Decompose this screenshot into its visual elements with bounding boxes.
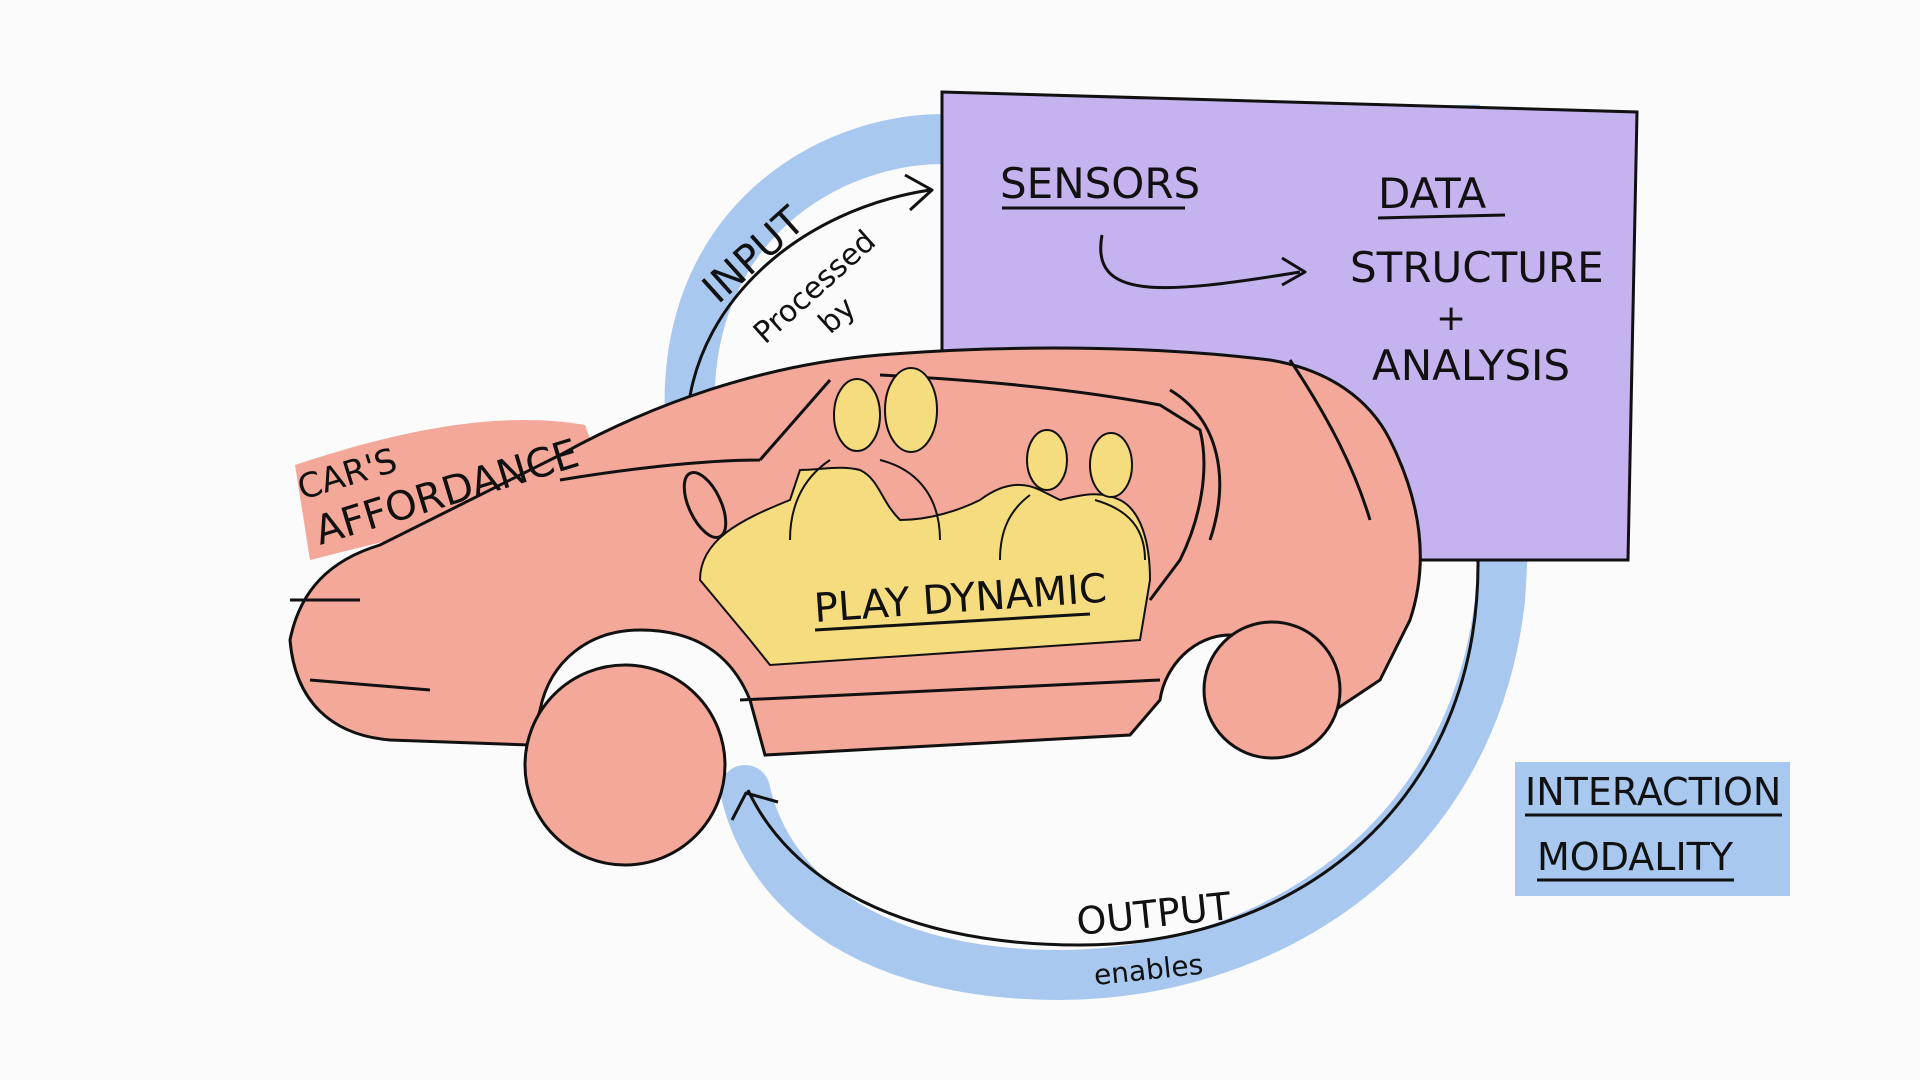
input-arrowhead: [904, 173, 934, 212]
play-dynamic-underline: [814, 612, 1091, 632]
sensors-to-data-arrow: [1099, 234, 1301, 290]
occupant-head-4: [1089, 432, 1133, 498]
structure-label: STRUCTURE: [1350, 243, 1604, 292]
sensors-label: SENSORS: [1000, 159, 1200, 208]
plus-label: +: [1436, 298, 1466, 339]
analysis-label: ANALYSIS: [1372, 341, 1570, 390]
rear-wheel: [1202, 620, 1342, 760]
input-arrow: [686, 188, 931, 411]
output-arrowhead: [730, 791, 779, 821]
feedback-loop-band: [664, 104, 1529, 1001]
car-lower-line: [290, 598, 1161, 702]
interaction-modality-label-2: MODALITY: [1537, 835, 1734, 879]
front-wheel: [523, 663, 727, 867]
interaction-modality-label-1: INTERACTION: [1525, 770, 1781, 814]
data-underline: [1377, 213, 1506, 220]
output-arrow: [746, 559, 1480, 947]
steering-wheel: [682, 471, 728, 539]
interaction-modality-highlight: [1515, 762, 1790, 896]
sensors-to-data-arrowhead: [1281, 256, 1307, 287]
occupant-torsos: [789, 459, 1146, 561]
occupant-head-2: [884, 367, 938, 453]
occupant-head-1: [833, 378, 881, 452]
data-label: DATA: [1378, 169, 1486, 218]
affordance-highlight: [295, 419, 605, 560]
occupant-head-3: [1026, 429, 1068, 491]
car-door-line: [1169, 359, 1372, 541]
car-window-line: [559, 373, 1206, 601]
